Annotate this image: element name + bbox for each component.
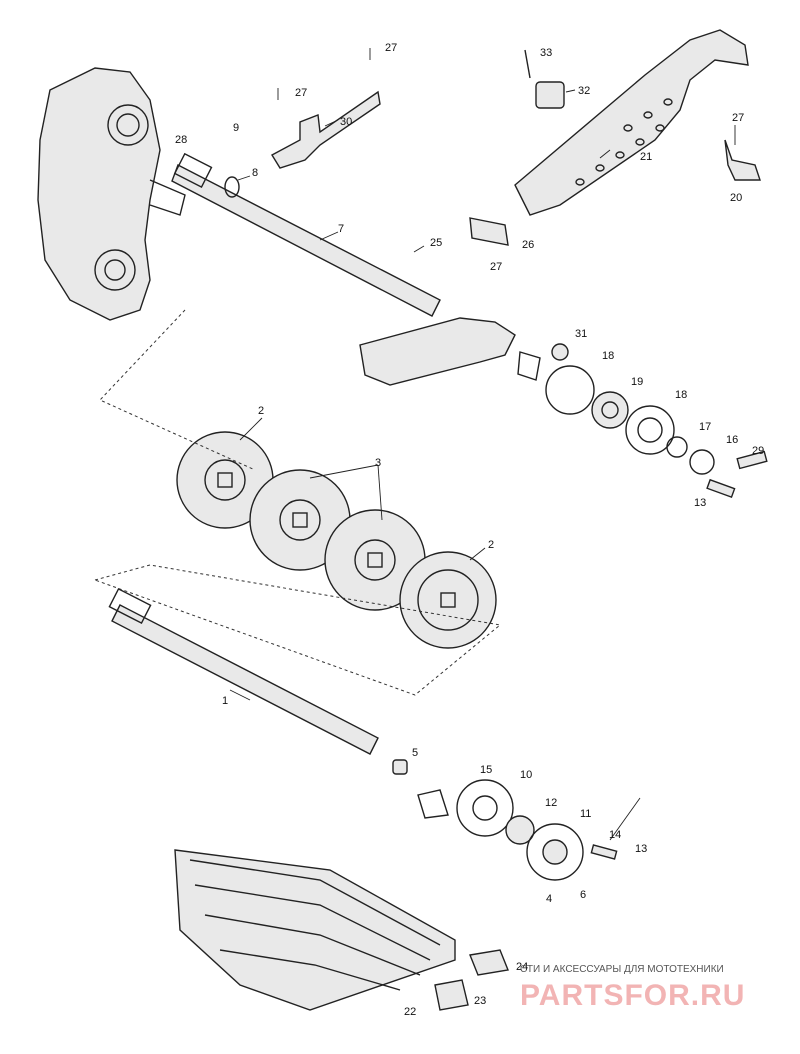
callout-31: 31 [575, 328, 587, 340]
callout-11: 11 [580, 808, 591, 820]
watermark-tagline: СТИ И АКСЕССУАРЫ ДЛЯ МОТОТЕХНИКИ [520, 964, 724, 975]
callout-28: 28 [175, 134, 187, 146]
callout-26: 26 [522, 239, 534, 251]
callout-6: 6 [580, 889, 586, 901]
callout-10: 10 [520, 769, 532, 781]
callout-4: 4 [546, 893, 552, 905]
callout-22: 22 [404, 1006, 416, 1018]
callout-29: 29 [752, 445, 764, 457]
watermark-brand: PARTSFOR.RU [520, 979, 745, 1012]
bracket-20 [724, 139, 761, 181]
callout-5: 5 [412, 747, 418, 759]
right-bearing-stack [517, 343, 768, 499]
callout-14: 14 [609, 829, 621, 841]
callout-27: 27 [732, 112, 744, 124]
callout-27: 27 [385, 42, 397, 54]
callout-25: 25 [430, 237, 442, 249]
crossbar-bracket [359, 317, 516, 386]
sprocket-3a [249, 469, 351, 571]
lower-bearing-stack [392, 759, 618, 881]
callout-9: 9 [233, 122, 239, 134]
drive-shaft-1 [108, 587, 379, 755]
watermark: СТИ И АКСЕССУАРЫ ДЛЯ МОТОТЕХНИКИ PARTSFO… [520, 964, 745, 1012]
callout-27: 27 [490, 261, 502, 273]
callout-2: 2 [258, 405, 264, 417]
callout-15: 15 [480, 764, 492, 776]
rail-holes [575, 98, 673, 186]
callout-33: 33 [540, 47, 552, 59]
assembly-line-lower [94, 564, 502, 696]
callout-18: 18 [602, 350, 614, 362]
clip-26 [469, 217, 509, 246]
sprocket-right-2 [399, 551, 497, 649]
sprocket-left-2 [176, 431, 274, 529]
callout-20: 20 [730, 192, 742, 204]
slider-24 [469, 949, 509, 976]
callout-21: 21 [640, 151, 652, 163]
bracket-30 [271, 90, 381, 169]
callout-27: 27 [295, 87, 307, 99]
callout-18: 18 [675, 389, 687, 401]
callout-1: 1 [222, 695, 228, 707]
callout-13: 13 [635, 843, 647, 855]
callout-7: 7 [338, 223, 344, 235]
clip-32 [524, 49, 565, 109]
chaincase-housing [37, 67, 186, 321]
callout-17: 17 [699, 421, 711, 433]
upper-shaft [171, 152, 441, 317]
callout-30: 30 [340, 116, 352, 128]
track-22 [174, 849, 456, 1011]
slide-rail-21 [514, 29, 749, 216]
callout-labels: 1 2 2 3 4 5 6 7 8 9 10 11 12 13 13 14 15… [175, 42, 764, 1018]
slider-23 [434, 979, 469, 1011]
callout-8: 8 [252, 167, 258, 179]
callout-16: 16 [726, 434, 738, 446]
leader-lines [229, 48, 736, 841]
callout-24: 24 [516, 961, 528, 973]
callout-13: 13 [694, 497, 706, 509]
callout-32: 32 [578, 85, 590, 97]
callout-12: 12 [545, 797, 557, 809]
callout-19: 19 [631, 376, 643, 388]
callout-23: 23 [474, 995, 486, 1007]
callout-3: 3 [375, 457, 381, 469]
callout-2: 2 [488, 539, 494, 551]
